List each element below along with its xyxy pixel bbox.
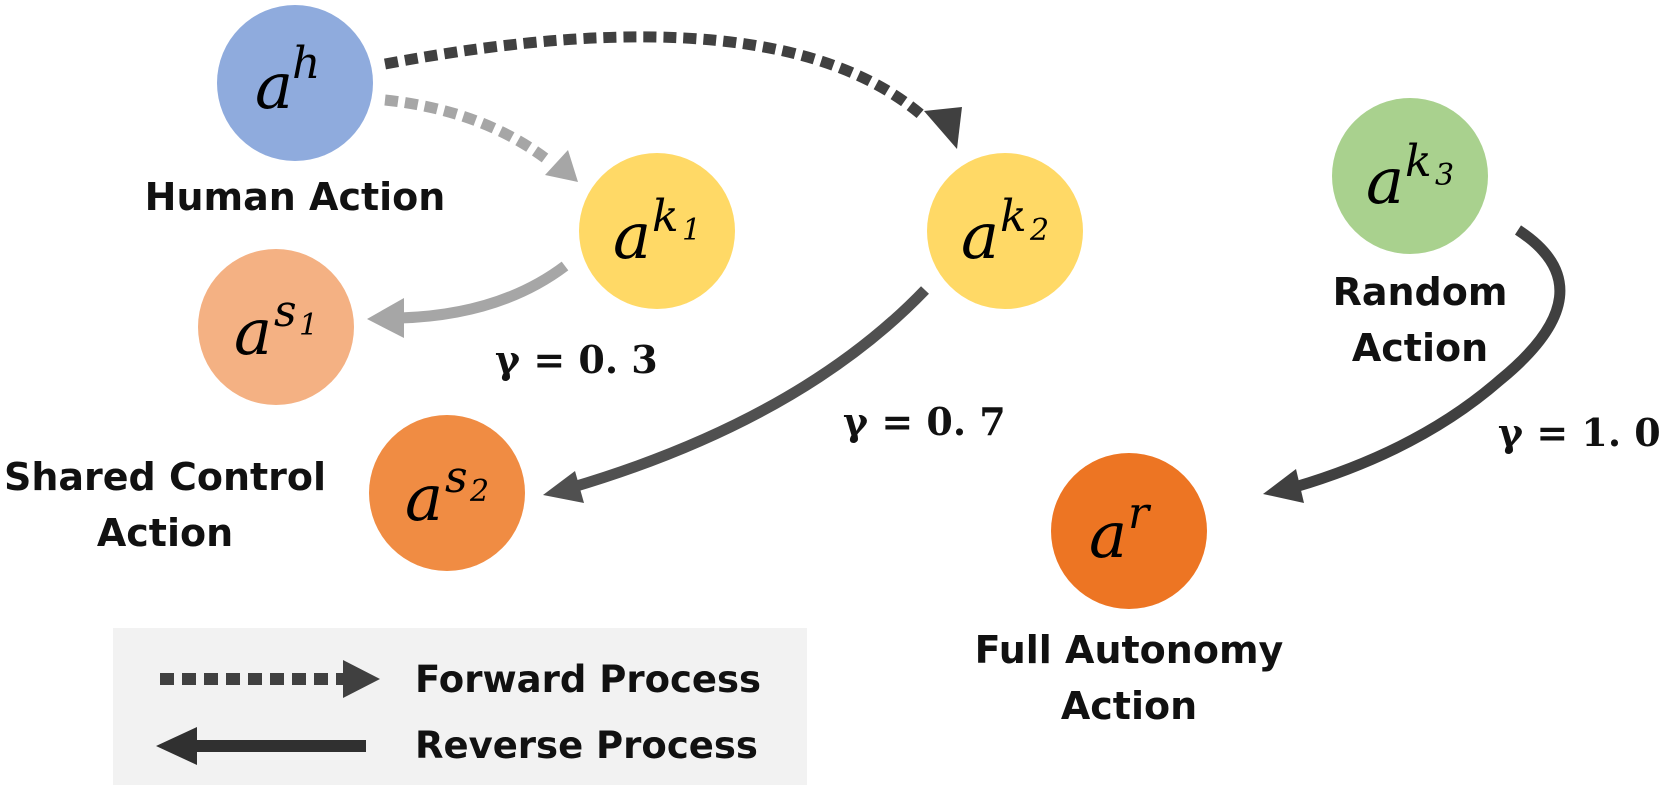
node-k3-base: a [1366, 145, 1404, 219]
reverse-arrow-k1-to-s1 [367, 261, 569, 338]
node-s1-sub: 1 [299, 308, 318, 343]
forward-arrow-h-to-k2 [383, 31, 962, 149]
caption-shared-control-line2: Action [97, 511, 233, 555]
node-human-sup: h [292, 38, 320, 89]
node-k1-sub: 1 [682, 213, 701, 248]
legend-forward-label: Forward Process [415, 658, 761, 701]
node-k3-circle [1332, 98, 1488, 254]
caption-full-autonomy-line2: Action [1061, 684, 1197, 728]
legend-background [113, 628, 807, 785]
node-s2-sub: 2 [469, 474, 489, 509]
node-r-circle [1051, 453, 1207, 609]
node-s1-circle [198, 249, 354, 405]
node-k1-base: a [613, 200, 651, 274]
node-s2-circle [369, 415, 525, 571]
caption-full-autonomy-line1: Full Autonomy [975, 628, 1284, 672]
node-s1-base: a [234, 296, 272, 370]
reverse-arrow-k2-to-s2 [543, 286, 929, 503]
caption-random-line1: Random [1333, 270, 1508, 314]
node-s2-base: a [405, 462, 443, 536]
node-r-base: a [1089, 499, 1127, 573]
node-s2: a s 2 [369, 415, 525, 571]
reverse-arrow-k3-to-r [1263, 225, 1566, 503]
gamma-label-1-0: γ = 1. 0 [1498, 410, 1661, 455]
node-s1: a s 1 [198, 249, 354, 405]
node-k2-sup: k [1000, 191, 1027, 242]
gamma-label-0-7: γ = 0. 7 [843, 399, 1006, 444]
caption-random-line2: Action [1352, 326, 1488, 370]
node-k2: a k 2 [927, 153, 1083, 309]
node-s2-sup: s [445, 452, 468, 503]
caption-shared-control-line1: Shared Control [4, 455, 326, 499]
node-k3: a k 3 [1332, 98, 1488, 254]
node-k3-sub: 3 [1435, 158, 1454, 193]
node-k1: a k 1 [579, 153, 735, 309]
node-k3-sup: k [1405, 136, 1432, 187]
node-k2-base: a [961, 200, 999, 274]
node-human-base: a [255, 50, 293, 124]
node-r-sup: r [1128, 488, 1152, 539]
node-human-action: a h [217, 5, 373, 161]
legend-forward-arrowhead [343, 660, 380, 698]
legend: Forward Process Reverse Process [113, 628, 807, 785]
node-k1-sup: k [652, 191, 679, 242]
node-k2-sub: 2 [1029, 213, 1049, 248]
legend-reverse-label: Reverse Process [415, 724, 758, 767]
node-s1-sup: s [274, 286, 297, 337]
legend-reverse-arrowhead [156, 727, 197, 765]
node-human-circle [217, 5, 373, 161]
gamma-label-0-3: γ = 0. 3 [495, 337, 658, 382]
node-k1-circle [579, 153, 735, 309]
forward-arrow-h-to-k1 [384, 94, 578, 182]
caption-human-action: Human Action [145, 175, 446, 219]
node-k2-circle [927, 153, 1083, 309]
node-r: a r [1051, 453, 1207, 609]
